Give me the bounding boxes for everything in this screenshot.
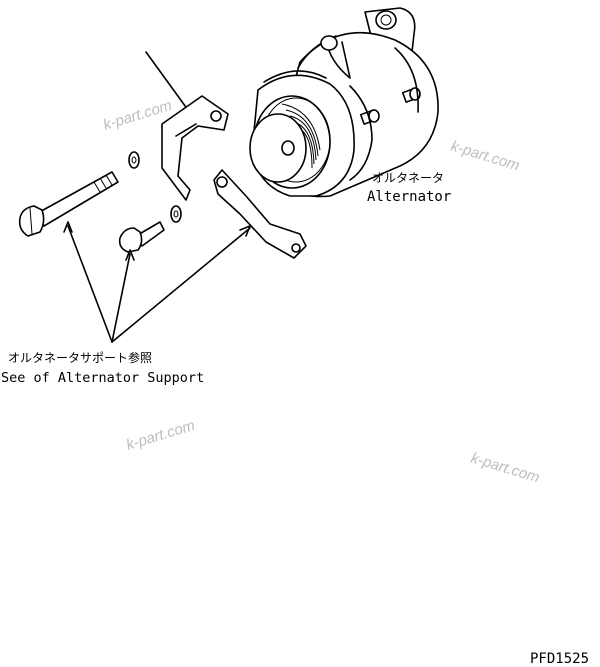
long-bolt bbox=[18, 171, 119, 237]
upper-support-plate bbox=[161, 95, 229, 201]
alternator-label-en: Alternator bbox=[367, 189, 451, 205]
support-label-en: See of Alternator Support bbox=[1, 370, 204, 386]
alternator-label-jp: オルタネータ bbox=[372, 171, 444, 185]
support-leader-lines bbox=[63, 221, 251, 343]
watermark-4: k-part.com bbox=[469, 450, 542, 487]
leader-line-top bbox=[145, 51, 189, 111]
watermark-2: k-part.com bbox=[449, 138, 522, 175]
pulley bbox=[249, 95, 331, 189]
alternator bbox=[249, 7, 439, 198]
short-bolt bbox=[118, 221, 165, 253]
watermark-3: k-part.com bbox=[124, 417, 197, 454]
lower-support-strap bbox=[213, 169, 307, 259]
figure-code: PFD1525 bbox=[530, 651, 589, 667]
washer-upper bbox=[128, 151, 140, 169]
support-label-jp: オルタネータサポート参照 bbox=[8, 350, 152, 365]
washer-lower bbox=[170, 205, 182, 223]
